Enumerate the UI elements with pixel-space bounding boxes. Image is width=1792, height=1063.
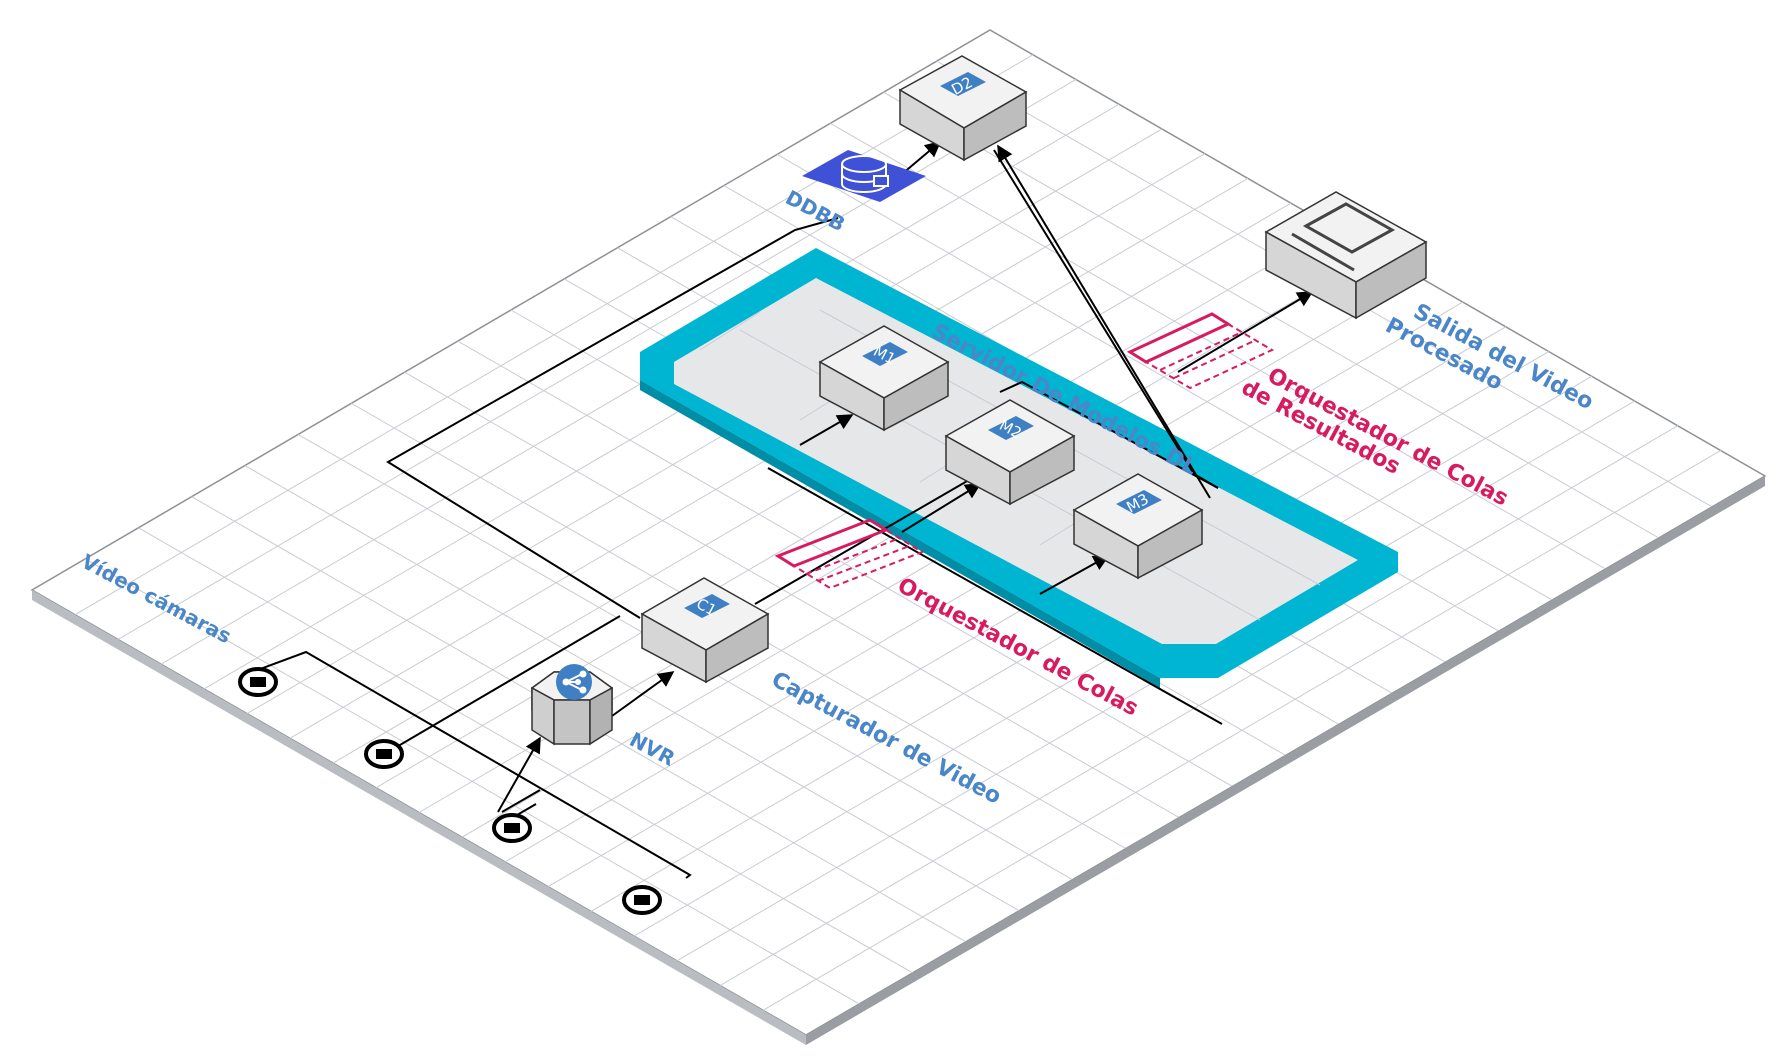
camera-icon[interactable] bbox=[492, 813, 532, 843]
camera-icon[interactable] bbox=[364, 739, 404, 769]
queue-orchestrator-icon bbox=[774, 518, 925, 590]
video-output-node[interactable] bbox=[1264, 191, 1428, 320]
m1-node[interactable]: M1 bbox=[818, 325, 950, 432]
d2-node[interactable]: D2 bbox=[898, 55, 1028, 162]
results-queue-orchestrator-icon bbox=[1126, 312, 1275, 390]
m3-node[interactable]: M3 bbox=[1072, 473, 1204, 580]
database-icon bbox=[841, 155, 889, 193]
camera-icon[interactable] bbox=[622, 885, 662, 915]
grid-line bbox=[762, 449, 1722, 1011]
grid-line bbox=[883, 91, 1658, 538]
m2-node[interactable]: M2 bbox=[944, 399, 1076, 506]
grid-line bbox=[830, 122, 1605, 569]
monitor-icon bbox=[1291, 202, 1396, 272]
nvr-node[interactable] bbox=[530, 664, 614, 746]
camera-icon[interactable] bbox=[238, 667, 278, 697]
hub-icon bbox=[556, 664, 592, 700]
grid-line bbox=[719, 425, 1679, 986]
connections bbox=[243, 140, 1314, 879]
ddbb-node[interactable] bbox=[802, 150, 926, 202]
camera-group bbox=[238, 667, 662, 915]
c1-node[interactable]: C1 bbox=[640, 577, 770, 684]
